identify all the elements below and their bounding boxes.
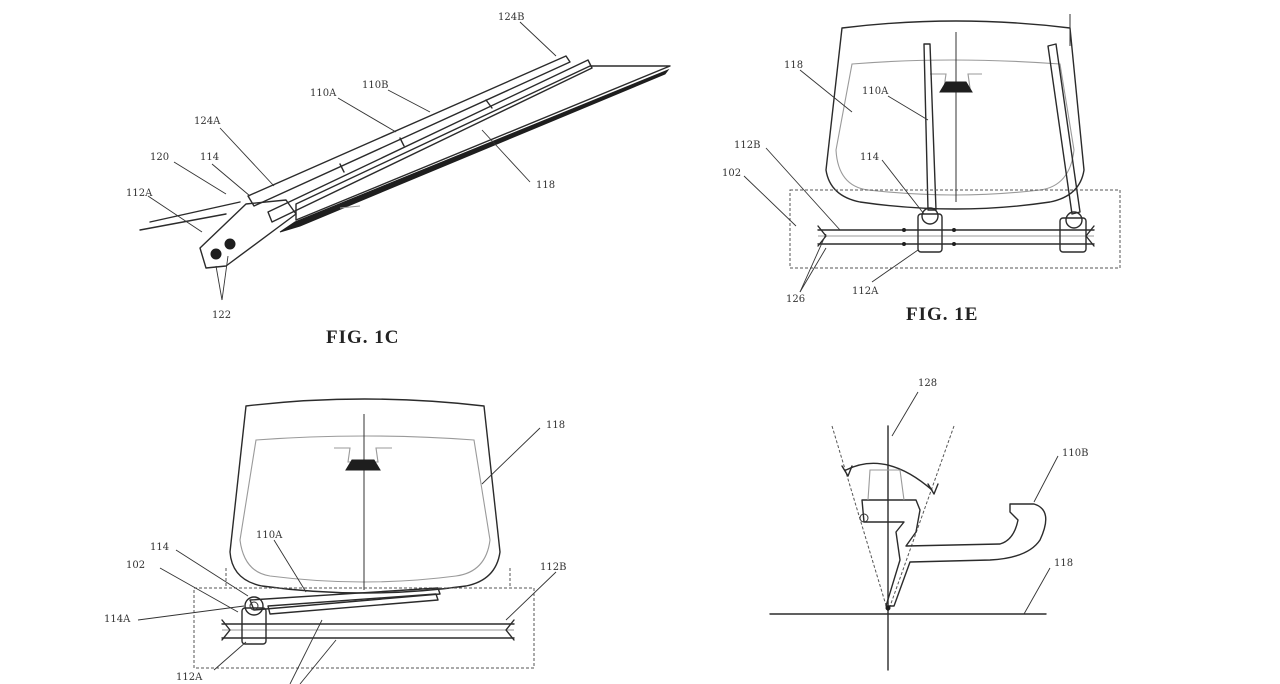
ref-118-e: 118 bbox=[784, 60, 803, 71]
ref-118-f: 118 bbox=[1054, 558, 1073, 569]
ref-114-e: 114 bbox=[860, 152, 879, 163]
ref-110a-e: 110A bbox=[862, 86, 889, 97]
windshield-118 bbox=[825, 20, 1085, 210]
ref-120: 120 bbox=[150, 152, 169, 163]
figure-caption-1e: FIG. 1E bbox=[906, 304, 978, 325]
sweep-line-right bbox=[887, 425, 955, 613]
ref-128-f: 128 bbox=[918, 378, 937, 389]
ref-102-d: 102 bbox=[126, 560, 145, 571]
ref-110a-d: 110A bbox=[256, 530, 283, 541]
ref-118-d: 118 bbox=[546, 420, 565, 431]
windshield-118-d bbox=[229, 398, 501, 594]
pivot-right bbox=[1059, 217, 1087, 253]
ref-122: 122 bbox=[212, 310, 231, 321]
ref-114-d: 114 bbox=[150, 542, 169, 553]
ref-114a-d: 114A bbox=[104, 614, 131, 625]
wiper-blade-110b-f bbox=[861, 499, 1047, 607]
ref-110b-f: 110B bbox=[1062, 448, 1088, 459]
ref-124b: 124B bbox=[498, 12, 524, 23]
ref-112b-e: 112B bbox=[734, 140, 760, 151]
wiper-arm-110a-d bbox=[249, 587, 441, 611]
ref-110a: 110A bbox=[310, 88, 337, 99]
ref-118: 118 bbox=[536, 180, 555, 191]
figure-1f: 128 110B 118 bbox=[769, 378, 1088, 671]
windshield-glass-shadow bbox=[279, 68, 670, 233]
windshield-glass-118 bbox=[295, 65, 671, 221]
pivot-114a-d bbox=[244, 596, 264, 616]
pivot-bolt-122b bbox=[224, 238, 236, 250]
figure-1c: 124B 110B 110A 124A 120 114 112A 118 122… bbox=[126, 12, 671, 348]
ref-124a: 124A bbox=[194, 116, 221, 127]
wiper-arm-right bbox=[1047, 43, 1081, 215]
ref-102-e: 102 bbox=[722, 168, 741, 179]
linkage-rod-112a bbox=[139, 213, 227, 231]
wiper-arm-110a bbox=[247, 55, 571, 207]
pivot-114 bbox=[917, 213, 943, 253]
ref-112b-d: 112B bbox=[540, 562, 566, 573]
ref-110b: 110B bbox=[362, 80, 388, 91]
housing-102-d bbox=[193, 587, 535, 669]
pivot-114-d bbox=[241, 607, 267, 645]
figure-1e: 118 110A 112B 102 114 126 112A FIG. 1E bbox=[722, 14, 1121, 325]
housing-102 bbox=[789, 189, 1121, 269]
figure-1d: 118 110A 114 102 112B 114A 112A bbox=[104, 398, 566, 684]
wiper-arm-left-110a bbox=[923, 43, 937, 211]
ref-114: 114 bbox=[200, 152, 219, 163]
pivot-housing-114 bbox=[199, 199, 297, 269]
ref-112a-d: 112A bbox=[176, 672, 203, 683]
ref-112a: 112A bbox=[126, 188, 153, 199]
pivot-bolt-122a bbox=[210, 248, 222, 260]
ref-126-e: 126 bbox=[786, 294, 805, 305]
linkage-rod-120 bbox=[149, 201, 241, 223]
ref-112a-e: 112A bbox=[852, 286, 879, 297]
figure-caption-1c: FIG. 1C bbox=[326, 327, 400, 348]
wiper-blade-110b bbox=[267, 59, 593, 223]
